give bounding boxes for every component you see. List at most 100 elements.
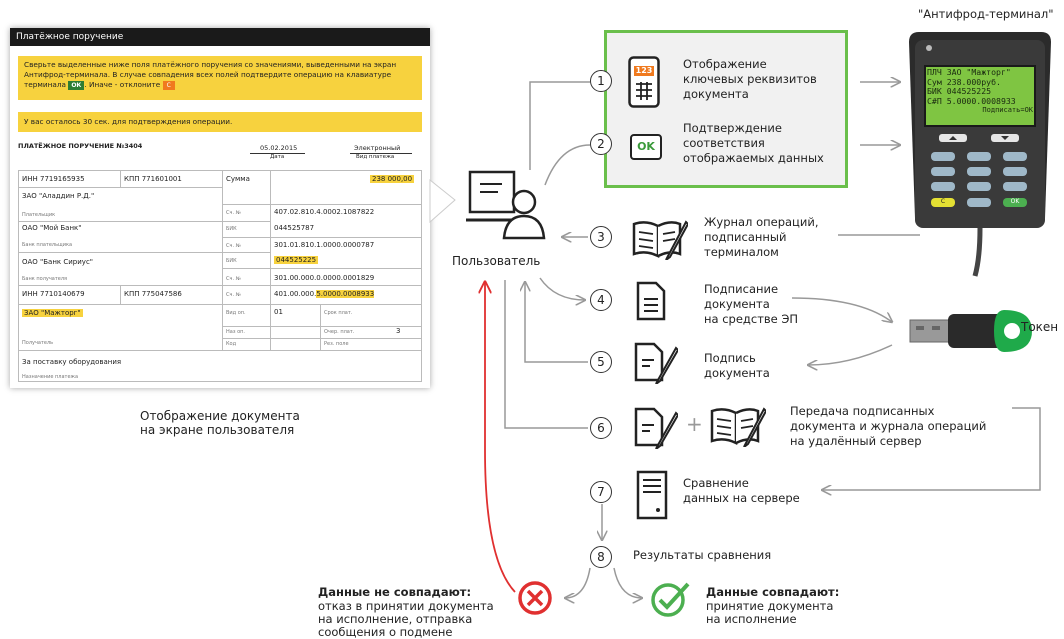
bik-label: БИК <box>226 258 237 264</box>
fail-title: Данные не совпадают: <box>318 585 472 599</box>
screen-line-4: С#П 5.0000.0008933 <box>927 95 1016 106</box>
step-1-line-3: документа <box>683 87 749 101</box>
grid-line <box>18 304 422 305</box>
connector-1 <box>529 81 590 170</box>
key-c: C <box>940 198 946 205</box>
verify-notice: Сверьте выделенные ниже поля платёжного … <box>18 56 422 100</box>
step-5-line-1: Подпись <box>704 351 756 365</box>
step-4-line-1: Подписание <box>704 282 779 296</box>
journal-book-icon <box>632 220 688 260</box>
date-label: Дата <box>270 154 285 160</box>
ok-title: Данные совпадают: <box>706 585 840 599</box>
payer-inn: ИНН 7719165935 <box>22 175 85 183</box>
recv-account-prefix: 401.00.000. <box>274 290 317 298</box>
payer-kpp: КПП 771601001 <box>124 175 182 183</box>
grid-line <box>18 350 422 351</box>
rez-label: Рез. поле <box>324 341 349 347</box>
grid-line <box>222 204 422 205</box>
red-return-arrow <box>485 282 516 593</box>
type-label: Вид платежа <box>356 154 395 160</box>
date-underline <box>250 153 305 154</box>
step-5-number: 5 <box>590 351 612 373</box>
step-8-label: Результаты сравнения <box>633 548 772 562</box>
step-7-number: 7 <box>590 481 612 503</box>
recv-account: 401.00.000.5.0000.0008933 <box>274 290 375 298</box>
arrow-user-4 <box>539 277 585 300</box>
step-1-number: 1 <box>590 70 612 92</box>
recv-kpp: КПП 775047586 <box>124 290 182 298</box>
grid-line <box>18 381 422 382</box>
recv-bank-account: 301.00.000.0.0000.0001829 <box>274 274 375 282</box>
grid-line <box>18 170 19 382</box>
sum-value: 238 000,00 <box>370 175 415 183</box>
sum-label: Сумма <box>226 175 250 183</box>
plus-sign: + <box>686 412 703 436</box>
ok-line-1: принятие документа <box>706 599 834 613</box>
vid-op-label: Вид оп. <box>226 310 246 316</box>
type-underline <box>350 153 412 154</box>
acc-label: Сч. № <box>226 276 241 282</box>
purpose-text: За поставку оборудования <box>22 358 122 366</box>
ok-key-icon: OK <box>630 134 662 160</box>
terminal-screen: ПЛЧ ЗАО "Мажторг" Сум 238.000руб. БИК 04… <box>927 67 1033 116</box>
bik-label: БИК <box>226 226 237 232</box>
type-value: Электронный <box>354 144 401 152</box>
arrow-token-5 <box>808 344 893 365</box>
grid-line <box>222 326 422 327</box>
step-8-number: 8 <box>590 546 612 568</box>
ocher-value: 3 <box>396 327 401 335</box>
grid-line <box>120 170 121 187</box>
step-6-line-2: документа и журнала операций <box>790 419 987 433</box>
grid-line <box>320 304 321 350</box>
document-icon <box>636 281 666 321</box>
ok-line-2: на исполнение <box>706 612 797 626</box>
grid-line <box>270 170 271 350</box>
srok-label: Срок плат. <box>324 310 353 316</box>
vid-op-value: 01 <box>274 308 283 316</box>
step-3-line-3: терминалом <box>704 245 779 259</box>
arrow-8-fail <box>565 567 591 598</box>
step-4-number: 4 <box>590 289 612 311</box>
acc-label: Сч. № <box>226 243 241 249</box>
step-3-number: 3 <box>590 226 612 248</box>
payer-name: ЗАО "Аладдин Р.Д." <box>22 192 95 200</box>
step-1-line-1: Отображение <box>683 57 767 71</box>
grid-line <box>18 221 270 222</box>
step-4-line-2: документа <box>704 297 770 311</box>
screen-action: Подписать=ОК <box>982 106 1033 114</box>
step-5-line-2: документа <box>704 366 770 380</box>
antifraud-terminal-device <box>909 32 1051 277</box>
recv-caption: Получатель <box>22 340 54 346</box>
grid-line <box>222 338 422 339</box>
timer-notice: У вас осталось 30 сек. для подтверждения… <box>18 112 422 132</box>
screen-line-1: ПЛЧ ЗАО "Мажторг" <box>927 67 1011 77</box>
ok-key-chip: ОК <box>68 81 85 90</box>
recv-bank: ОАО "Банк Сириус" <box>22 258 94 266</box>
payer-bank: ОАО "Мой Банк" <box>22 224 82 232</box>
notice-mid: . Иначе - отклоните <box>84 80 161 89</box>
user-label: Пользователь <box>452 254 541 268</box>
recv-bank-caption: Банк получателя <box>22 276 68 282</box>
user-computer-icon <box>466 170 546 240</box>
doc-caption-2: на экране пользователя <box>140 423 295 437</box>
arrow-4-token <box>791 297 892 322</box>
match-check-icon <box>651 582 690 617</box>
keypad-screen-text: 123 <box>635 66 653 75</box>
step-3-line-1: Журнал операций, <box>704 215 819 229</box>
step-2-line-3: отображаемых данных <box>683 151 824 165</box>
key-ok: OK <box>1010 198 1020 205</box>
grid-line <box>18 187 222 188</box>
arrow-8-ok <box>613 567 642 598</box>
recv-bik: 044525225 <box>274 256 319 264</box>
notice-text: Сверьте выделенные ниже поля платёжного … <box>24 60 397 89</box>
grid-line <box>222 170 223 350</box>
purpose-caption: Назначение платежа <box>22 374 79 380</box>
screen-line-3: БИК 044525225 <box>927 86 992 96</box>
terminal-title: "Антифрод-терминал" <box>918 7 1054 21</box>
grid-line <box>18 170 422 171</box>
fail-line-3: сообщения о подмене <box>318 625 453 639</box>
ocher-label: Очер. плат. <box>324 329 355 335</box>
signed-document-icon <box>634 342 678 384</box>
step-2-line-2: соответствия <box>683 136 765 150</box>
step-2-line-1: Подтверждение <box>683 121 782 135</box>
